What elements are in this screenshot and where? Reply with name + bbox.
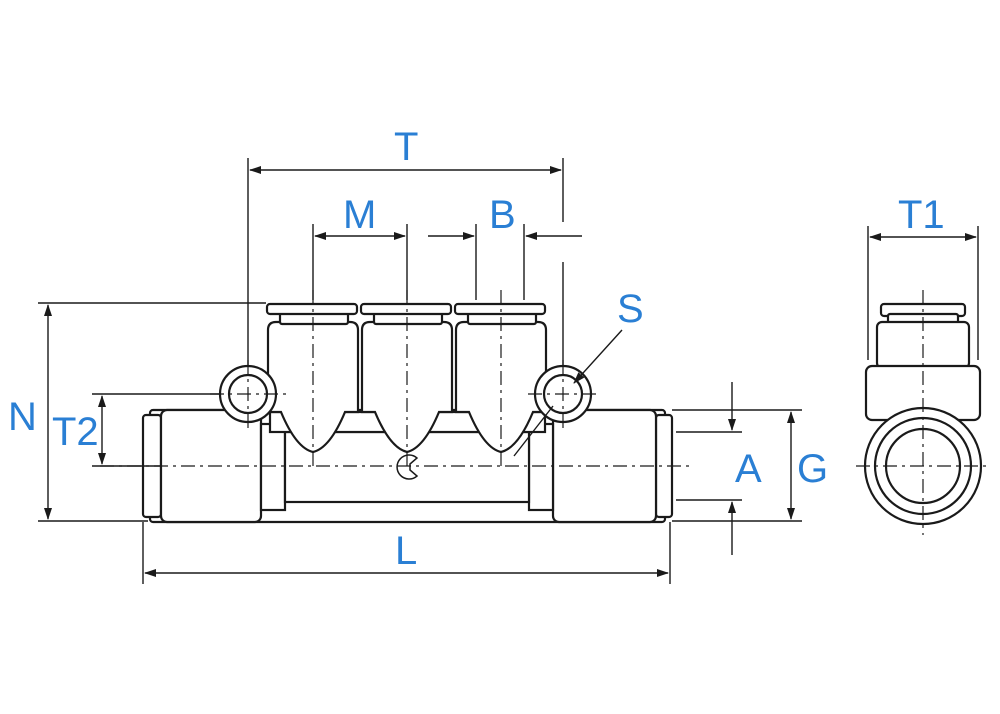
label-M: M (343, 193, 376, 237)
front-view (100, 290, 690, 524)
label-G: G (797, 447, 828, 491)
dimension-labels: T M B S N T2 A G L T1 (8, 125, 945, 573)
label-T1: T1 (898, 193, 945, 237)
dim-S-leader (573, 329, 623, 384)
branch-port-2 (359, 302, 454, 454)
label-T2: T2 (52, 410, 99, 454)
dimensions (38, 158, 802, 584)
label-S: S (617, 287, 644, 331)
side-view (856, 226, 990, 535)
branch-port-3 (453, 302, 548, 454)
brand-mark (396, 454, 419, 480)
dim-S-leader-2 (513, 405, 554, 457)
label-L: L (395, 529, 417, 573)
left-neck (259, 422, 287, 512)
branch-port-1 (265, 302, 360, 454)
label-T: T (394, 125, 418, 169)
right-neck (527, 422, 555, 512)
label-N: N (8, 395, 37, 439)
label-B: B (489, 193, 516, 237)
label-A: A (735, 447, 762, 491)
